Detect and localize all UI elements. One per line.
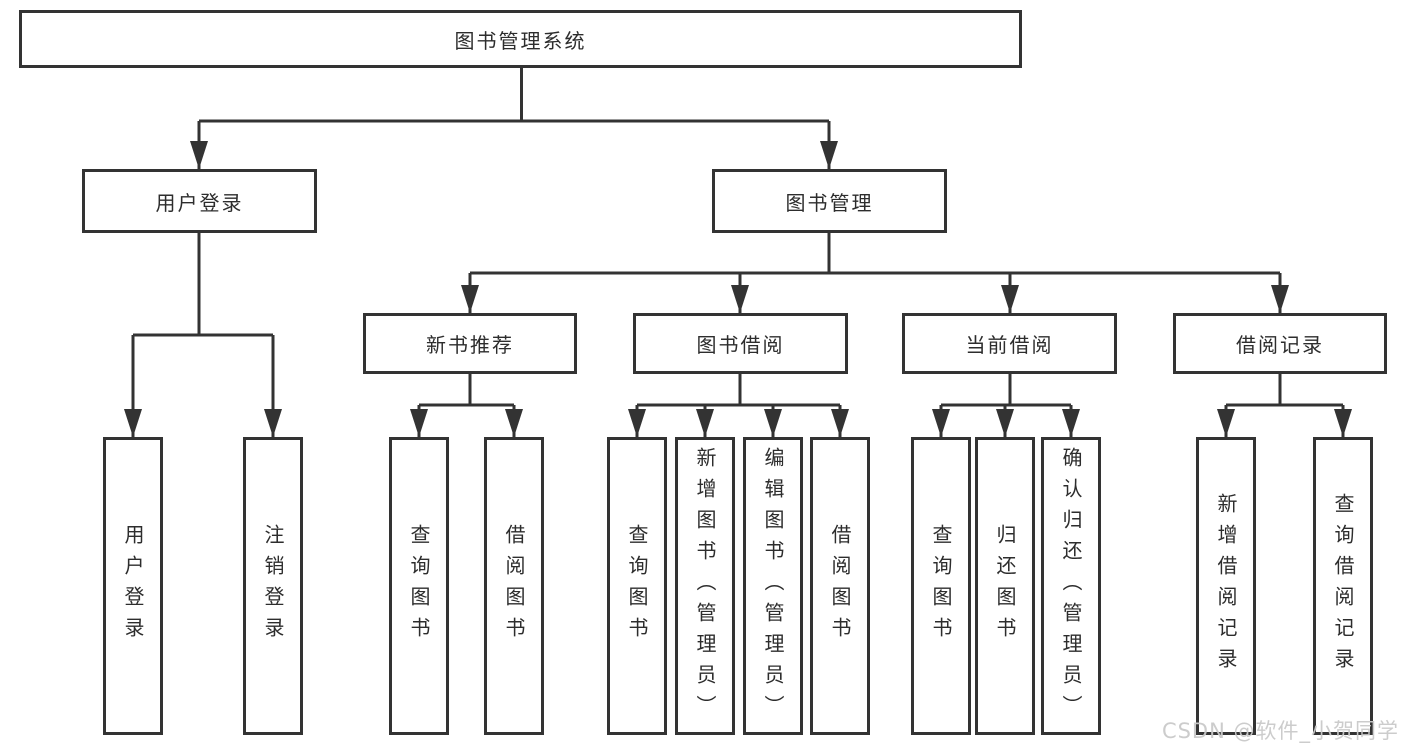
node-label: 借阅图书 (502, 524, 526, 648)
connector-current-borrow-group (939, 374, 1073, 437)
connector-new-book-group (417, 374, 516, 437)
arrowhead-icon (696, 409, 714, 437)
arrowhead-icon (264, 409, 282, 437)
leaf-borrow-books-recommend: 借阅图书 (484, 437, 544, 735)
arrowhead-icon (731, 285, 749, 313)
node-label: 用户登录 (155, 190, 244, 215)
arrowhead-icon (764, 409, 782, 437)
arrowhead-icon (505, 409, 523, 437)
node-label: 确认归还（管理员） (1059, 446, 1083, 726)
leaf-logout: 注销登录 (243, 437, 303, 735)
node-book-management: 图书管理 (712, 169, 947, 233)
node-root-system: 图书管理系统 (19, 10, 1022, 68)
node-label: 查询图书 (929, 524, 953, 648)
leaf-query-borrow-record: 查询借阅记录 (1313, 437, 1373, 735)
node-label: 图书借阅 (696, 333, 785, 357)
connector-user-login-group (131, 233, 275, 437)
node-book-borrow: 图书借阅 (633, 313, 848, 374)
connector-book-management-group (468, 233, 1282, 313)
arrowhead-icon (410, 409, 428, 437)
node-label: 借阅图书 (828, 524, 852, 648)
node-label: 当前借阅 (965, 333, 1054, 357)
arrowhead-icon (1001, 285, 1019, 313)
node-label: 归还图书 (993, 524, 1017, 648)
node-label: 新书推荐 (426, 333, 514, 357)
leaf-add-borrow-record: 新增借阅记录 (1196, 437, 1256, 735)
node-label: 查询图书 (625, 524, 649, 648)
node-label: 查询图书 (407, 524, 431, 648)
leaf-query-books-borrow: 查询图书 (607, 437, 667, 735)
node-label: 新增图书（管理员） (693, 446, 717, 726)
node-label: 图书管理系统 (454, 28, 587, 53)
arrowhead-icon (1334, 409, 1352, 437)
node-label: 借阅记录 (1236, 333, 1324, 357)
node-label: 查询借阅记录 (1331, 493, 1355, 679)
arrowhead-icon (932, 409, 950, 437)
node-current-borrow: 当前借阅 (902, 313, 1117, 374)
leaf-query-books-current: 查询图书 (911, 437, 971, 735)
csdn-watermark: CSDN @软件_小贺同学 (1161, 719, 1399, 743)
arrowhead-icon (124, 409, 142, 437)
leaf-borrow-books: 借阅图书 (810, 437, 870, 735)
node-new-book-recommend: 新书推荐 (363, 313, 577, 374)
arrowhead-icon (1062, 409, 1080, 437)
node-label: 用户登录 (121, 524, 145, 648)
leaf-return-books: 归还图书 (975, 437, 1035, 735)
arrowhead-icon (831, 409, 849, 437)
connector-root-to-level2 (197, 68, 831, 169)
node-label: 编辑图书（管理员） (761, 446, 785, 726)
arrowhead-icon (1217, 409, 1235, 437)
node-label: 注销登录 (261, 524, 285, 648)
arrowhead-icon (461, 285, 479, 313)
leaf-query-books-recommend: 查询图书 (389, 437, 449, 735)
leaf-add-books-admin: 新增图书（管理员） (675, 437, 735, 735)
node-user-login: 用户登录 (82, 169, 317, 233)
node-borrow-record: 借阅记录 (1173, 313, 1387, 374)
connector-book-borrow-group (635, 374, 842, 437)
leaf-user-login: 用户登录 (103, 437, 163, 735)
leaf-edit-books-admin: 编辑图书（管理员） (743, 437, 803, 735)
connector-borrow-record-group (1224, 374, 1345, 437)
node-label: 图书管理 (785, 190, 874, 215)
arrowhead-icon (190, 141, 208, 169)
arrowhead-icon (628, 409, 646, 437)
leaf-confirm-return-admin: 确认归还（管理员） (1041, 437, 1101, 735)
arrowhead-icon (820, 141, 838, 169)
arrowhead-icon (1271, 285, 1289, 313)
arrowhead-icon (996, 409, 1014, 437)
node-label: 新增借阅记录 (1214, 493, 1238, 679)
